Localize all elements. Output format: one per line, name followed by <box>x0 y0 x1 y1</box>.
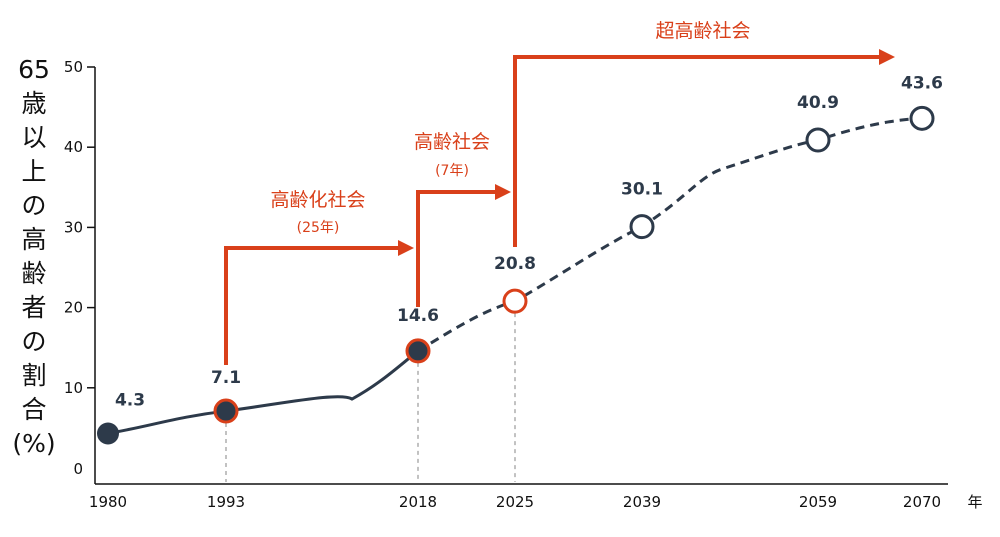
x-tick-label: 2070 <box>903 493 941 511</box>
value-label: 14.6 <box>397 306 439 326</box>
data-point <box>629 214 655 240</box>
phase-arrow-2-head <box>495 184 511 200</box>
data-point <box>97 422 119 445</box>
y-axis-label-char: 65 <box>18 55 50 84</box>
phase-arrow-3 <box>513 55 880 247</box>
x-tick-label: 2059 <box>799 493 837 511</box>
value-label: 30.1 <box>621 180 663 200</box>
y-axis-label-char: 上 <box>21 157 46 186</box>
value-label: 40.9 <box>797 93 839 113</box>
phase-label: 高齢社会 <box>414 131 490 153</box>
x-axis-label: 年 <box>967 493 982 511</box>
y-tick-label: 0 <box>73 460 83 478</box>
phase-label: 超高齢社会 <box>655 20 750 42</box>
y-axis-label-char: 以 <box>21 123 46 152</box>
y-axis-label-char: (%) <box>12 429 55 458</box>
x-tick-label: 1980 <box>89 493 127 511</box>
x-ticks: 1980 1993 2018 2025 2039 2059 2070 <box>89 493 941 511</box>
phase-arrow-3-head <box>879 49 895 65</box>
phase-sublabel: (25年) <box>297 220 340 236</box>
y-tick-label: 50 <box>64 58 83 76</box>
x-tick-label: 2018 <box>399 493 437 511</box>
value-label: 4.3 <box>115 391 145 411</box>
phase-arrow-1-head <box>398 240 414 256</box>
phase-arrow-2 <box>416 190 497 307</box>
y-axis-label-char: の <box>21 327 46 356</box>
phase-sublabel: (7年) <box>435 163 469 179</box>
data-points <box>97 105 935 445</box>
y-axis-label-char: 合 <box>21 395 46 424</box>
y-tick-label: 20 <box>64 299 83 317</box>
data-point <box>909 105 935 131</box>
data-point <box>213 398 239 424</box>
y-tick-label: 30 <box>64 218 83 236</box>
value-label: 20.8 <box>494 254 536 274</box>
y-axis-label-char: 齢 <box>21 259 46 288</box>
phase-arrows: 高齢化社会 (25年) 高齢社会 (7年) 超高齢社会 <box>224 20 895 365</box>
y-axis-label-char: 歳 <box>21 89 46 118</box>
data-point <box>405 338 431 364</box>
guide-lines <box>225 313 516 482</box>
series-line-projected <box>417 116 923 353</box>
value-label: 43.6 <box>901 73 943 93</box>
y-axis-label-char: 者 <box>21 293 46 322</box>
x-tick-label: 1993 <box>207 493 245 511</box>
data-point <box>805 127 831 153</box>
phase-arrow-1 <box>224 246 400 365</box>
y-ticks: 0 10 20 30 40 50 <box>64 58 95 478</box>
x-tick-label: 2025 <box>496 493 534 511</box>
data-point <box>502 288 528 314</box>
y-axis-label-char: 割 <box>21 361 46 390</box>
value-label: 7.1 <box>211 368 241 388</box>
y-tick-label: 10 <box>64 379 83 397</box>
value-labels: 4.3 7.1 14.6 20.8 30.1 40.9 43.6 <box>115 73 943 410</box>
y-axis-label-char: 高 <box>21 225 46 254</box>
axes <box>94 67 948 485</box>
phase-label: 高齢化社会 <box>270 189 365 211</box>
series-line-actual <box>107 349 419 435</box>
x-tick-label: 2039 <box>623 493 661 511</box>
y-tick-label: 40 <box>64 138 83 156</box>
y-axis-label-char: の <box>21 191 46 220</box>
